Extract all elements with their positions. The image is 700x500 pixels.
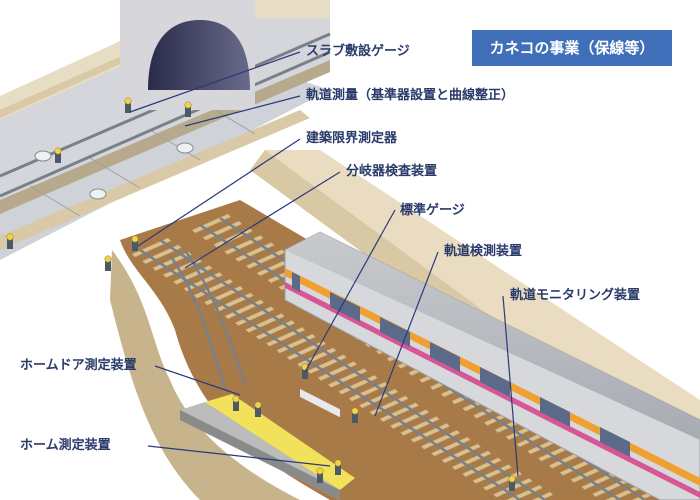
sleeper [461,457,502,478]
worker-figure [184,101,192,117]
sleeper [472,464,513,484]
commuter-train [284,231,700,500]
label-track-monitoring: 軌道モニタリング装置 [510,288,641,303]
worker-figure [124,97,132,113]
worker-figure [316,467,324,483]
sleeper [531,491,554,500]
worker-figure [508,475,516,491]
worker-figure [54,147,62,163]
worker-figure [104,255,112,271]
label-slab-gauge: スラブ敷設ゲージ [306,44,410,59]
label-standard-gauge: 標準ゲージ [400,203,465,218]
worker-figure [6,233,14,249]
leader-lines [129,51,519,477]
platform [180,394,355,500]
label-turnout-inspection: 分岐器検査装置 [346,164,438,179]
workers [6,97,516,491]
worker-figure [131,235,139,251]
label-platform-measure: ホーム測定装置 [20,438,111,453]
worker-figure [232,395,240,411]
worker-figure [351,407,359,423]
worker-figure [334,459,342,475]
section-badge: カネコの事業（保線等） [472,30,672,66]
label-clearance-gauge: 建築限界測定器 [306,131,398,146]
label-platform-door-measure: ホームドア測定装置 [20,358,137,373]
tunnel-portal [120,0,255,110]
worker-figure [254,401,262,417]
label-track-inspection: 軌道検測装置 [444,244,523,259]
label-track-survey: 軌道測量（基準器設置と曲線整正） [306,88,515,103]
